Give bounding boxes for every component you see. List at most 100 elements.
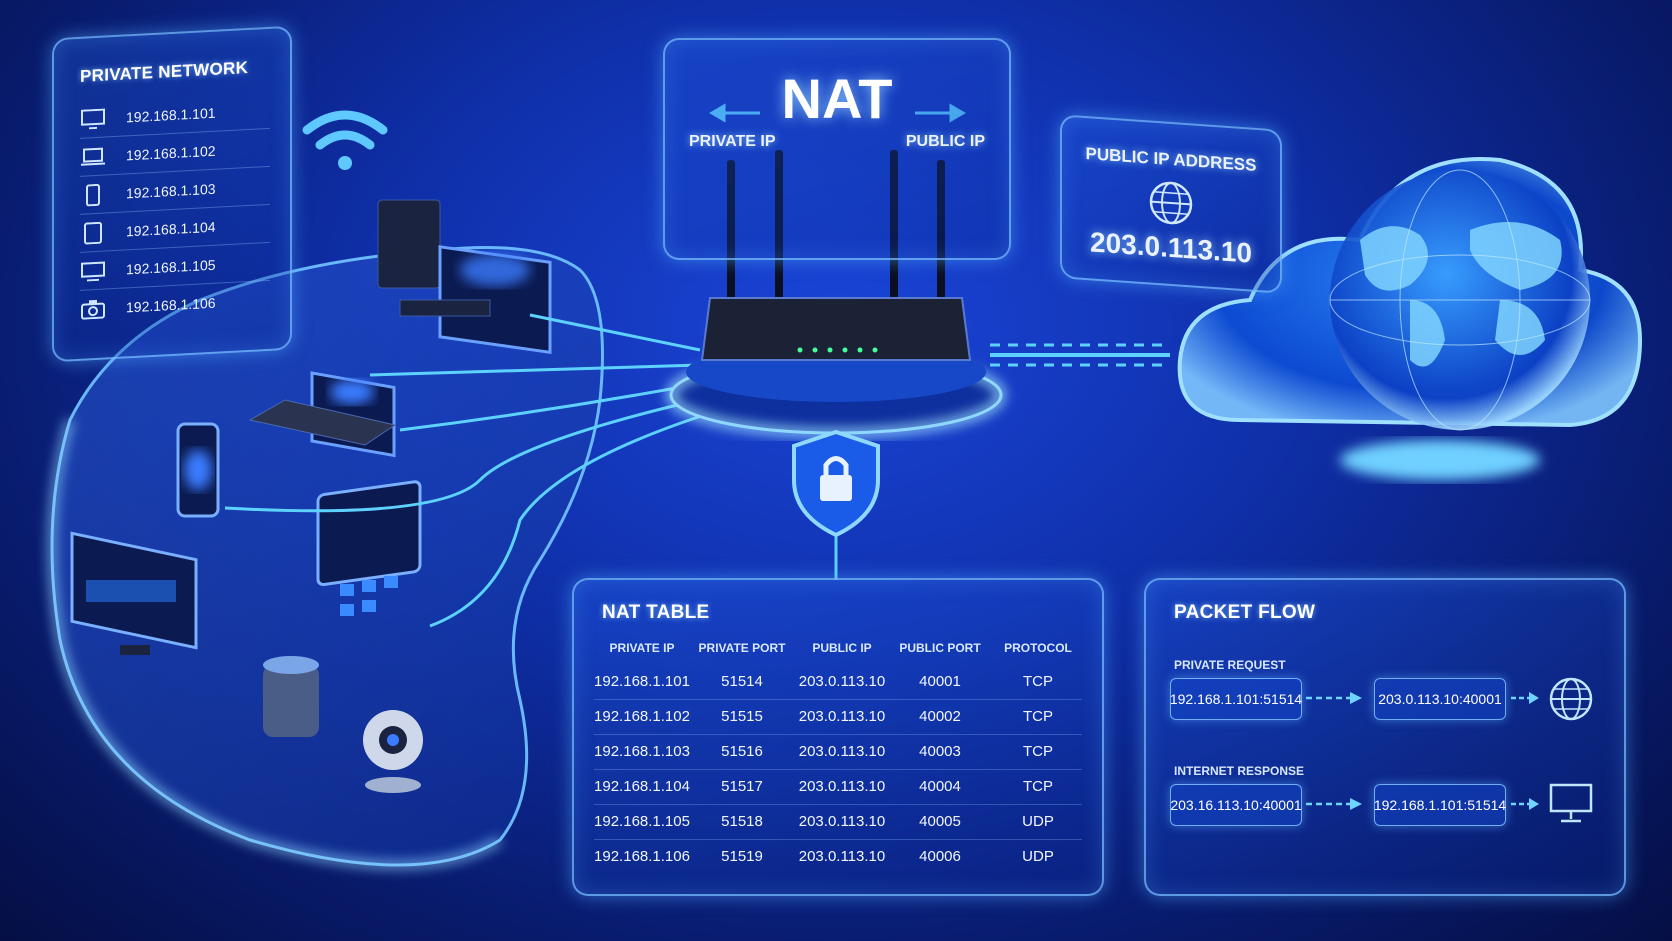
table-cell: 203.0.113.10	[798, 778, 886, 795]
security-camera	[363, 710, 423, 793]
device-ip: 192.168.1.101	[126, 104, 216, 126]
table-cell: 192.168.1.101	[594, 673, 690, 690]
globe-icon	[1149, 181, 1193, 225]
divider	[594, 769, 1082, 770]
dashed-arrow-icon	[1511, 798, 1539, 810]
globe-icon	[1549, 677, 1593, 721]
device-ip: 192.168.1.104	[126, 218, 216, 240]
table-cell: 203.0.113.10	[798, 673, 886, 690]
device-row-5: 192.168.1.105	[80, 247, 270, 287]
dashed-arrow-icon	[1306, 798, 1362, 810]
table-cell: 192.168.1.106	[594, 848, 690, 865]
table-row: 192.168.1.102 51515 203.0.113.10 40002 T…	[592, 700, 1084, 734]
table-cell: TCP	[1023, 708, 1053, 725]
table-row: 192.168.1.104 51517 203.0.113.10 40004 T…	[592, 770, 1084, 804]
table-cell: TCP	[1023, 778, 1053, 795]
table-cell: 192.168.1.105	[594, 813, 690, 830]
table-cell: 203.0.113.10	[798, 813, 886, 830]
table-cell: 203.0.113.10	[798, 743, 886, 760]
nat-table-title: NAT TABLE	[602, 602, 710, 623]
device-row-4: 192.168.1.104	[80, 209, 270, 249]
nat-panel: NAT PRIVATE IP PUBLIC IP	[663, 38, 1011, 260]
public-ip-value: 203.0.113.10	[1090, 226, 1252, 269]
request-source-box: 192.168.1.101:51514	[1170, 678, 1302, 720]
table-cell: UDP	[1022, 813, 1054, 830]
device-ip: 192.168.1.105	[126, 256, 216, 278]
laptop	[248, 371, 397, 458]
device-ip: 192.168.1.102	[126, 142, 216, 164]
divider	[594, 839, 1082, 840]
table-cell: TCP	[1023, 673, 1053, 690]
table-cell: 51516	[721, 743, 763, 760]
dashed-arrow-icon	[1306, 692, 1362, 704]
device-row-2: 192.168.1.102	[80, 133, 270, 173]
request-destination-box: 203.0.113.10:40001	[1374, 678, 1506, 720]
tv-icon	[80, 259, 106, 282]
nat-public-ip-label: PUBLIC IP	[905, 133, 985, 150]
nat-arrows	[709, 103, 966, 123]
packet-flow-panel: PACKET FLOW PRIVATE REQUEST 192.168.1.10…	[1144, 578, 1626, 896]
device-row-3: 192.168.1.103	[80, 171, 270, 211]
camera-icon	[80, 297, 106, 320]
router	[700, 150, 972, 361]
device-row-6: 192.168.1.106	[80, 285, 270, 325]
table-cell: 51514	[721, 673, 763, 690]
public-ip-title: PUBLIC IP ADDRESS	[1085, 144, 1257, 175]
monitor-icon	[1549, 783, 1593, 823]
device-ip: 192.168.1.106	[126, 294, 216, 316]
table-cell: TCP	[1023, 743, 1053, 760]
table-cell: 203.0.113.10	[798, 708, 886, 725]
table-cell: 192.168.1.102	[594, 708, 690, 725]
divider	[594, 699, 1082, 700]
response-source-box: 203.16.113.10:40001	[1170, 784, 1302, 826]
table-cell: UDP	[1022, 848, 1054, 865]
internet-response-label: INTERNET RESPONSE	[1174, 764, 1305, 778]
dashed-arrow-icon	[1511, 692, 1539, 704]
smart-tv	[70, 531, 198, 655]
packet-flow-title: PACKET FLOW	[1174, 602, 1316, 623]
table-row: 192.168.1.105 51518 203.0.113.10 40005 U…	[592, 805, 1084, 839]
divider	[594, 734, 1082, 735]
divider	[594, 804, 1082, 805]
response-destination-box: 192.168.1.101:51514	[1374, 784, 1506, 826]
tablet-icon	[80, 221, 106, 245]
table-cell: 203.0.113.10	[798, 848, 886, 865]
table-row: 192.168.1.103 51516 203.0.113.10 40003 T…	[592, 735, 1084, 769]
public-ip-panel: PUBLIC IP ADDRESS 203.0.113.10	[1060, 114, 1282, 294]
table-cell: 51519	[721, 848, 763, 865]
table-cell: 40001	[919, 673, 961, 690]
private-request-label: PRIVATE REQUEST	[1174, 658, 1286, 672]
device-row-1: 192.168.1.101	[80, 95, 270, 135]
column-header: PROTOCOL	[1004, 641, 1072, 655]
nat-title: NAT	[781, 67, 893, 130]
smart-speaker	[263, 656, 319, 737]
device-ip: 192.168.1.103	[126, 180, 216, 202]
table-cell: 40004	[919, 778, 961, 795]
table-cell: 51518	[721, 813, 763, 830]
table-cell: 40002	[919, 708, 961, 725]
table-cell: 40005	[919, 813, 961, 830]
smartphone	[176, 422, 220, 518]
nat-private-ip-label: PRIVATE IP	[689, 133, 776, 150]
private-network-title: PRIVATE NETWORK	[80, 58, 249, 86]
desktop-computer	[377, 199, 552, 355]
column-header: PUBLIC IP	[812, 641, 872, 655]
nat-table-panel: NAT TABLE PRIVATE IP PRIVATE PORT PUBLIC…	[572, 578, 1104, 896]
table-cell: 40003	[919, 743, 961, 760]
phone-icon	[80, 183, 106, 207]
table-row: 192.168.1.101 51514 203.0.113.10 40001 T…	[592, 665, 1084, 699]
private-network-panel: PRIVATE NETWORK 192.168.1.101 192.168.1.…	[52, 25, 292, 363]
table-cell: 51515	[721, 708, 763, 725]
laptop-icon	[80, 145, 106, 168]
table-cell: 51517	[721, 778, 763, 795]
table-cell: 192.168.1.103	[594, 743, 690, 760]
column-header: PRIVATE IP	[609, 641, 675, 655]
security-shield-icon	[792, 429, 880, 538]
wifi-icon	[302, 110, 388, 170]
table-cell: 40006	[919, 848, 961, 865]
column-header: PRIVATE PORT	[698, 641, 786, 655]
column-header: PUBLIC PORT	[899, 641, 981, 655]
table-row: 192.168.1.106 51519 203.0.113.10 40006 U…	[592, 840, 1084, 874]
table-cell: 192.168.1.104	[594, 778, 690, 795]
